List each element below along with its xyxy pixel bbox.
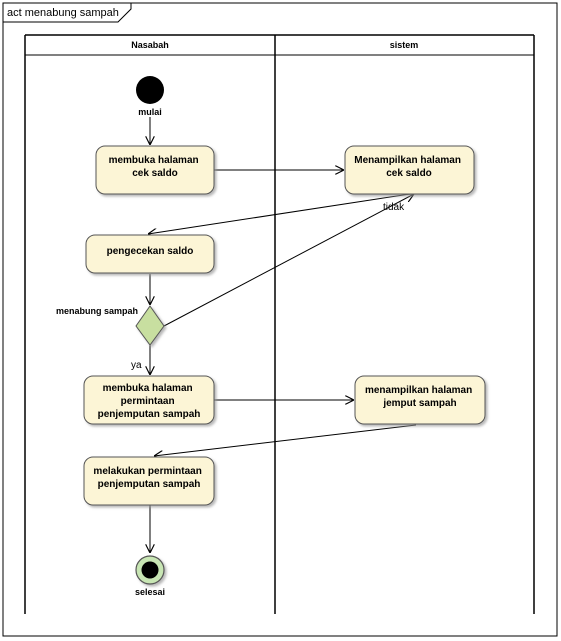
decision-node (135, 305, 165, 346)
final-node-label: selesai (135, 587, 165, 597)
svg-text:membuka halaman cek sald: membuka halaman cek saldo (109, 155, 202, 179)
frame-title: act menabung sampah (7, 7, 119, 19)
edge-a5-a6 (154, 424, 417, 456)
edges (148, 117, 417, 553)
lane-title-sistem: sistem (390, 40, 419, 50)
svg-text:melakukan permintaan pen: melakukan permintaan penjemputan sampah (93, 466, 204, 490)
decision-label: menabung sampah (56, 306, 138, 316)
lane-title-nasabah: Nasabah (131, 40, 169, 50)
svg-text:Menampilkan halaman cek: Menampilkan halaman cek saldo (354, 155, 463, 179)
swimlanes: Nasabah sistem (24, 34, 535, 614)
action-melakukan-permintaan-penjemputan: melakukan permintaan penjemputan sampah (83, 456, 215, 506)
frame-title-tab (3, 3, 132, 23)
svg-text:pengecekan saldo: pengecekan saldo (107, 246, 194, 257)
action-menampilkan-halaman-jemput-sampah: menampilkan halaman jemput sampah (354, 375, 486, 425)
initial-node-label: mulai (138, 107, 162, 117)
final-node (135, 555, 165, 585)
edge-a2-a3 (148, 193, 411, 234)
svg-text:membuka halaman perminta: membuka halaman permintaan penjemputan s… (98, 383, 201, 420)
action-membuka-halaman-cek-saldo: membuka halaman cek saldo (95, 145, 215, 195)
action-membuka-halaman-permintaan-penjemputan: membuka halaman permintaan penjemputan s… (83, 375, 215, 425)
guard-ya: ya (131, 360, 142, 371)
action-menampilkan-halaman-cek-saldo: Menampilkan halaman cek saldo (344, 145, 475, 195)
action-pengecekan-saldo: pengecekan saldo (85, 234, 215, 274)
initial-node (136, 76, 164, 104)
guard-tidak: tidak (383, 202, 405, 213)
svg-text:menampilkan halaman jemp: menampilkan halaman jemput sampah (365, 385, 475, 409)
edge-decision-a2 (163, 194, 414, 327)
